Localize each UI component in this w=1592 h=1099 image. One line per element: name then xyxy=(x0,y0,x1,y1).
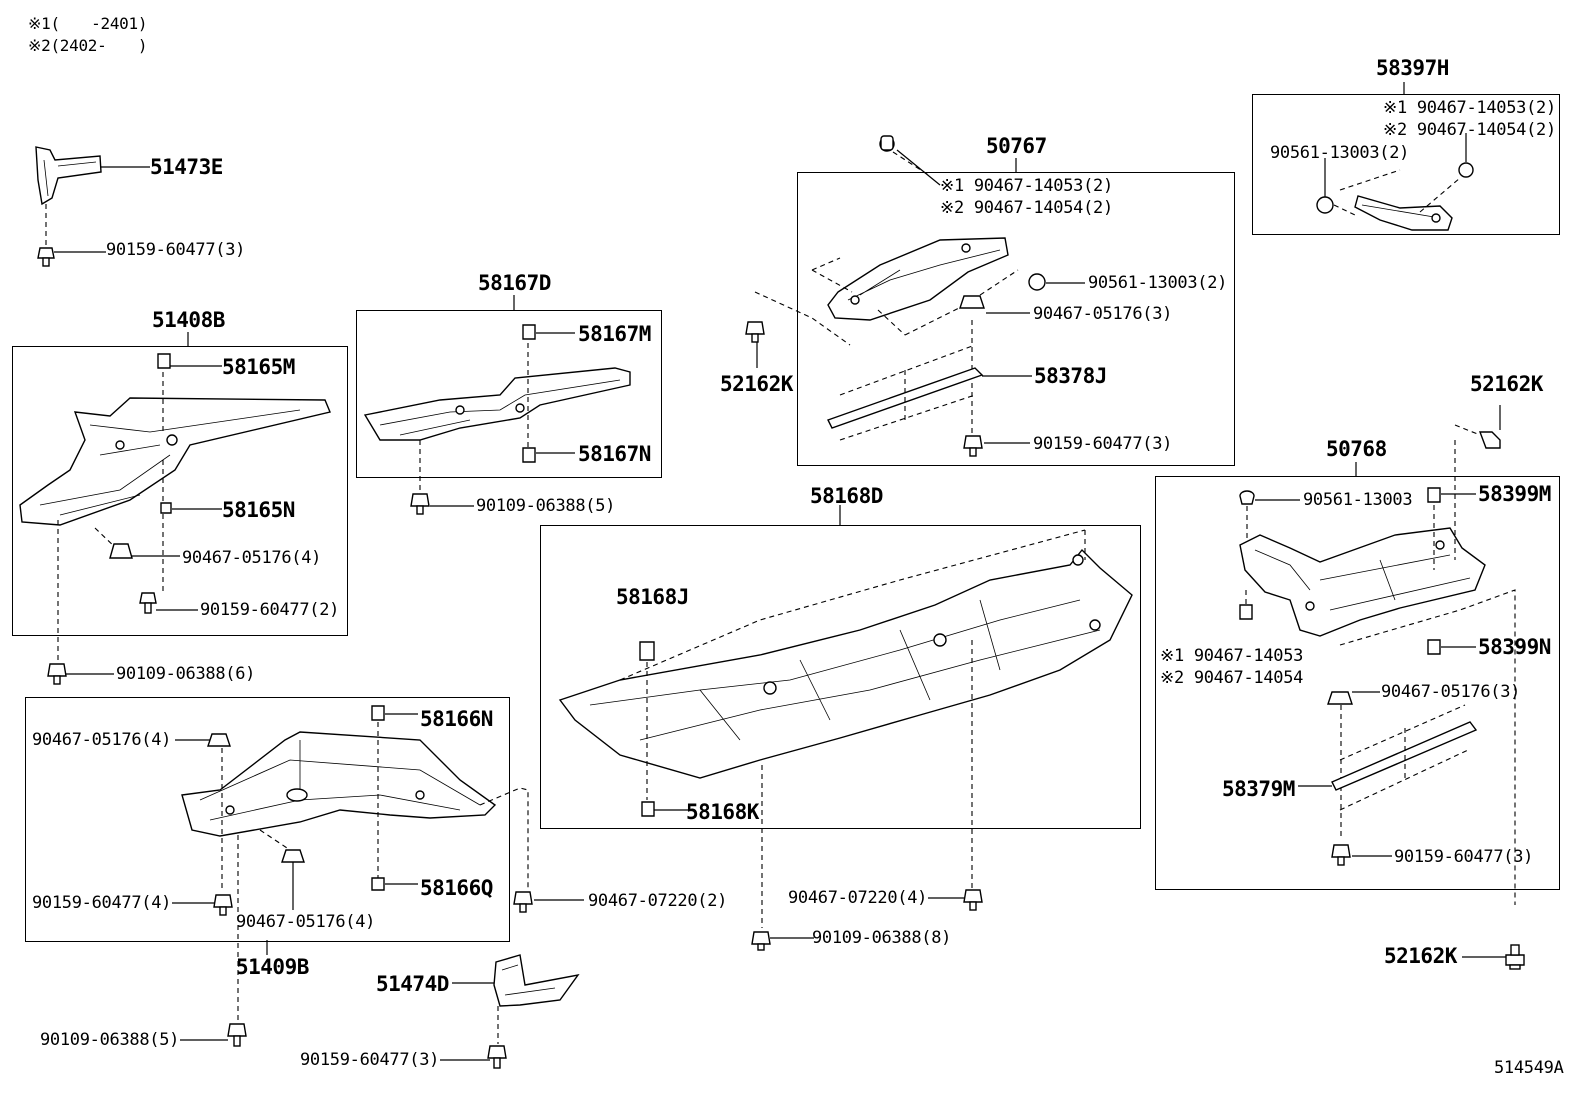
part-label-90467-4b[interactable]: 90467-05176(4) xyxy=(32,730,172,750)
group-box-50768 xyxy=(1155,476,1560,890)
group-box-51409b xyxy=(25,697,510,942)
group-box-51408b xyxy=(12,346,348,636)
part-label-58168k[interactable]: 58168K xyxy=(686,800,759,824)
part-label-58379m[interactable]: 58379M xyxy=(1222,777,1295,801)
part-label-52162k-a[interactable]: 52162K xyxy=(720,372,793,396)
group-box-50767 xyxy=(797,172,1235,466)
part-label-90467-4c[interactable]: 90467-07220(4) xyxy=(788,888,928,908)
part-label-90159-3b[interactable]: 90159-60477(3) xyxy=(1033,434,1173,454)
part-label-51474d[interactable]: 51474D xyxy=(376,972,449,996)
part-58168d-cover xyxy=(558,505,1133,951)
part-label-90467-4d[interactable]: 90467-05176(4) xyxy=(236,912,376,932)
part-label-50768-n1[interactable]: ※1 90467-14053 xyxy=(1160,646,1304,666)
part-label-90159-3d[interactable]: 90159-60477(3) xyxy=(300,1050,440,1070)
part-label-90561-2a[interactable]: 90561-13003(2) xyxy=(1088,273,1228,293)
part-58167d-cover xyxy=(363,324,631,515)
part-label-90561[interactable]: 90561-13003 xyxy=(1303,490,1413,510)
part-label-58166q[interactable]: 58166Q xyxy=(420,876,493,900)
part-label-50767-n1[interactable]: ※1 90467-14053(2) xyxy=(940,176,1113,196)
part-label-50768-n2[interactable]: ※2 90467-14054 xyxy=(1160,668,1304,688)
part-50768-assembly xyxy=(1239,405,1525,970)
part-label-90109-5b[interactable]: 90109-06388(5) xyxy=(40,1030,180,1050)
part-label-52162k-c[interactable]: 52162K xyxy=(1384,944,1457,968)
part-51409b-cover xyxy=(172,705,584,1047)
part-58397h-bracket xyxy=(1316,133,1474,231)
figure-id: 514549A xyxy=(1494,1058,1564,1078)
part-label-58165n[interactable]: 58165N xyxy=(222,498,295,522)
part-label-58168j[interactable]: 58168J xyxy=(616,585,689,609)
group-title-51408b: 51408B xyxy=(152,308,225,332)
part-label-90159-4[interactable]: 90159-60477(4) xyxy=(32,893,172,913)
part-label-58378j[interactable]: 58378J xyxy=(1034,364,1107,388)
part-label-58166n[interactable]: 58166N xyxy=(420,707,493,731)
part-51474d-bracket xyxy=(440,954,580,1069)
part-label-90467-3a[interactable]: 90467-05176(3) xyxy=(1033,304,1173,324)
part-label-90467-3b[interactable]: 90467-05176(3) xyxy=(1381,682,1521,702)
part-label-58167m[interactable]: 58167M xyxy=(578,322,651,346)
part-label-90109-6[interactable]: 90109-06388(6) xyxy=(116,664,256,684)
part-51408b-cover xyxy=(19,353,331,685)
part-label-52162k-b[interactable]: 52162K xyxy=(1470,372,1543,396)
part-label-90467-4a[interactable]: 90467-05176(4) xyxy=(182,548,322,568)
part-label-90159-3c[interactable]: 90159-60477(3) xyxy=(1394,847,1534,867)
part-label-58397h-n2[interactable]: ※2 90467-14054(2) xyxy=(1383,120,1556,140)
group-box-58167d xyxy=(356,310,662,478)
part-50767-assembly xyxy=(745,135,1085,457)
part-51473e-bracket xyxy=(35,146,150,267)
group-box-58397h xyxy=(1252,94,1560,235)
group-title-51409b: 51409B xyxy=(236,955,309,979)
group-title-50768: 50768 xyxy=(1326,437,1387,461)
part-label-58399m[interactable]: 58399M xyxy=(1478,482,1551,506)
part-label-58167n[interactable]: 58167N xyxy=(578,442,651,466)
group-title-58397h: 58397H xyxy=(1376,56,1449,80)
part-label-51473e[interactable]: 51473E xyxy=(150,155,223,179)
part-label-58165m[interactable]: 58165M xyxy=(222,355,295,379)
group-title-58168d: 58168D xyxy=(810,484,883,508)
part-label-58397h-n1[interactable]: ※1 90467-14053(2) xyxy=(1383,98,1556,118)
group-box-58168d xyxy=(540,525,1141,829)
part-label-90159-3a[interactable]: 90159-60477(3) xyxy=(106,240,246,260)
part-label-90109-5a[interactable]: 90109-06388(5) xyxy=(476,496,616,516)
group-title-58167d: 58167D xyxy=(478,271,551,295)
group-title-50767: 50767 xyxy=(986,134,1047,158)
part-label-90109-8[interactable]: 90109-06388(8) xyxy=(812,928,952,948)
part-label-58399n[interactable]: 58399N xyxy=(1478,635,1551,659)
part-label-90159-2[interactable]: 90159-60477(2) xyxy=(200,600,340,620)
note-2: ※2(2402- ) xyxy=(28,36,148,55)
part-label-50767-n2[interactable]: ※2 90467-14054(2) xyxy=(940,198,1113,218)
part-label-90561-2b[interactable]: 90561-13003(2) xyxy=(1270,143,1410,163)
note-1: ※1( -2401) xyxy=(28,14,148,33)
part-label-90467-2[interactable]: 90467-07220(2) xyxy=(588,891,728,911)
